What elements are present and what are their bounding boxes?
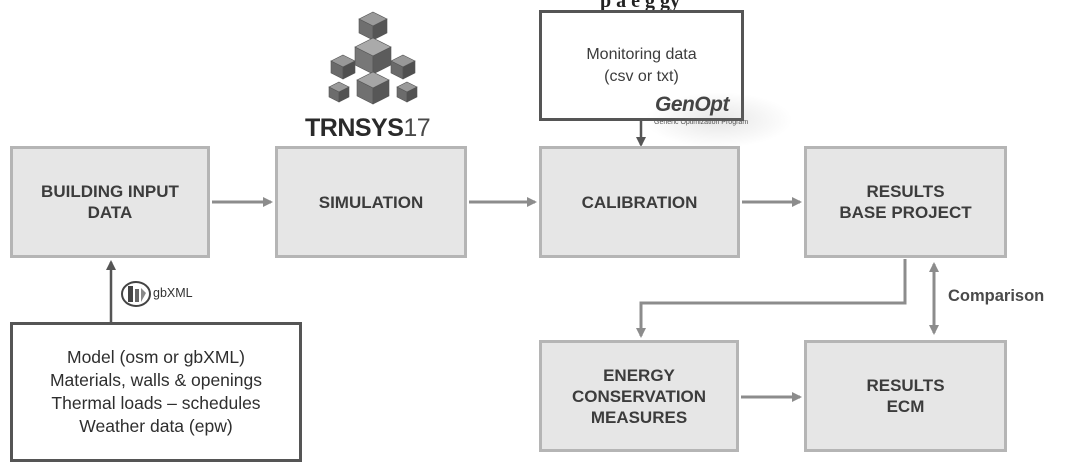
trnsys-version: 17	[403, 114, 431, 142]
comparison-label: Comparison	[948, 287, 1045, 305]
header-text-fragment: p a e g gy	[600, 0, 680, 12]
simulation-box: SIMULATION	[275, 146, 467, 258]
trnsys-name: TRNSYS	[305, 114, 404, 142]
building-input-data-box: BUILDING INPUT DATA	[10, 146, 210, 258]
monitoring-data-box: Monitoring data (csv or txt)	[539, 10, 744, 121]
trnsys-logo-text: TRNSYS17	[305, 114, 431, 143]
results-ecm-box: RESULTS ECM	[804, 340, 1007, 452]
genopt-subtitle: Generic Optimization Program	[654, 119, 749, 126]
genopt-logo-glow	[645, 92, 793, 148]
results-base-project-box: RESULTS BASE PROJECT	[804, 146, 1007, 258]
trnsys-cubes-logo	[328, 11, 418, 105]
gbxml-label: gbXML	[153, 286, 193, 300]
calibration-box: CALIBRATION	[539, 146, 740, 258]
gbxml-icon	[121, 281, 151, 307]
energy-conservation-measures-box: ENERGY CONSERVATION MEASURES	[539, 340, 739, 452]
genopt-logo-text: GenOpt	[655, 93, 730, 116]
model-inputs-box: Model (osm or gbXML) Materials, walls & …	[10, 322, 302, 462]
arrow-results-to-ecm	[636, 259, 907, 338]
